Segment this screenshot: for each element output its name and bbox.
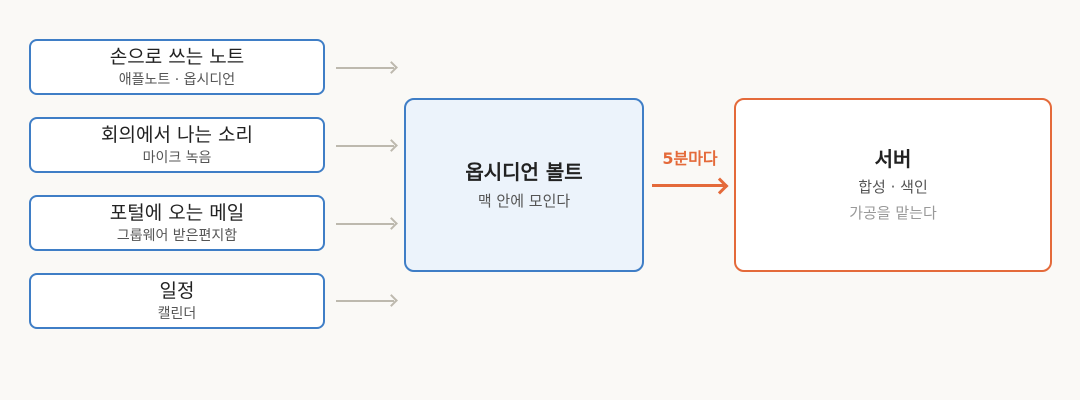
input-arrow [336,145,394,147]
input-arrow [336,223,394,225]
sync-interval-label: 5분마다 [662,149,718,168]
vault-subtitle: 맥 안에 모인다 [477,191,571,210]
source-node-schedule: 일정 캘린더 [29,273,325,329]
source-subtitle: 캘린더 [157,305,197,322]
source-node-handwritten-notes: 손으로 쓰는 노트 애플노트 · 옵시디언 [29,39,325,95]
vault-title: 옵시디언 볼트 [465,159,583,184]
source-subtitle: 그룹웨어 받은편지함 [116,227,238,244]
source-title: 손으로 쓰는 노트 [109,45,245,68]
server-title: 서버 [874,147,912,171]
server-node: 서버 합성 · 색인 가공을 맡는다 [734,98,1052,272]
vault-node: 옵시디언 볼트 맥 안에 모인다 [404,98,644,272]
source-title: 회의에서 나는 소리 [101,123,253,146]
source-node-meeting-audio: 회의에서 나는 소리 마이크 녹음 [29,117,325,173]
source-title: 일정 [159,279,195,302]
server-note: 가공을 맡는다 [849,204,937,222]
source-subtitle: 마이크 녹음 [142,149,212,166]
sync-arrow [652,184,724,187]
source-title: 포털에 오는 메일 [109,201,245,224]
source-node-portal-mail: 포털에 오는 메일 그룹웨어 받은편지함 [29,195,325,251]
input-arrow [336,300,394,302]
input-arrow [336,67,394,69]
source-subtitle: 애플노트 · 옵시디언 [118,71,236,88]
server-subtitle: 합성 · 색인 [858,178,928,196]
